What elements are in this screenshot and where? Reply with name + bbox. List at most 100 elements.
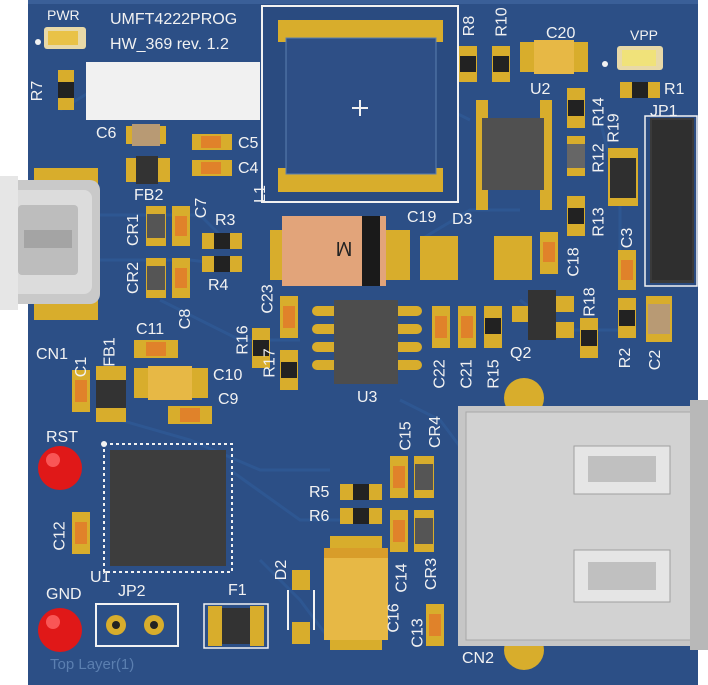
ref-r10: R10 xyxy=(493,7,511,37)
resistor-r14 xyxy=(567,88,585,128)
ref-c9: C9 xyxy=(218,391,239,408)
gnd-led xyxy=(38,608,82,652)
fuse-f1 xyxy=(203,603,269,649)
resistor-r17 xyxy=(280,350,298,390)
ref-f1: F1 xyxy=(228,582,247,599)
resistor-r6 xyxy=(340,508,382,524)
ref-c8: C8 xyxy=(177,308,195,330)
ref-c1: C1 xyxy=(73,356,91,378)
ref-r12: R12 xyxy=(590,143,608,173)
usb-connector-cn1 xyxy=(0,168,100,320)
ref-gnd: GND xyxy=(46,586,82,603)
capacitor-c9 xyxy=(168,406,212,424)
capacitor-c21 xyxy=(458,306,476,348)
ferrite-fb2 xyxy=(126,156,170,184)
ref-c4: C4 xyxy=(238,160,259,177)
capacitor-c18 xyxy=(540,232,558,274)
ref-q2: Q2 xyxy=(510,345,532,362)
ref-fb2: FB2 xyxy=(134,187,164,204)
capacitor-c8 xyxy=(172,258,190,298)
ref-u2: U2 xyxy=(530,81,551,98)
ref-c21: C21 xyxy=(458,359,476,389)
resistor-r8 xyxy=(459,46,477,82)
vpp-led xyxy=(617,46,663,70)
ref-fb1: FB1 xyxy=(101,337,119,367)
ic-u2 xyxy=(476,100,552,210)
label-plate xyxy=(86,62,260,120)
ref-c7: C7 xyxy=(193,197,211,219)
pwr-led xyxy=(35,27,86,49)
ref-r1: R1 xyxy=(664,81,685,98)
capacitor-c2 xyxy=(646,296,672,342)
ref-l1: L1 xyxy=(251,185,269,203)
ref-c13: C13 xyxy=(409,618,427,648)
diode-cr4 xyxy=(414,456,434,498)
capacitor-c1 xyxy=(72,370,90,412)
ref-c22: C22 xyxy=(431,359,449,389)
diode-cr3 xyxy=(414,510,434,552)
ref-r19: R19 xyxy=(605,113,623,143)
ref-rst: RST xyxy=(46,429,78,446)
capacitor-c12 xyxy=(72,512,90,554)
diode-cr1 xyxy=(146,206,166,246)
inductor-l1 xyxy=(261,5,459,203)
resistor-r18 xyxy=(580,318,598,358)
diode-large: M xyxy=(270,216,410,286)
resistor-r10 xyxy=(492,46,510,82)
ref-c12: C12 xyxy=(51,521,69,551)
ref-c23: C23 xyxy=(259,284,277,314)
capacitor-c13 xyxy=(426,604,444,646)
ref-r16: R16 xyxy=(234,325,252,355)
capacitor-c14 xyxy=(390,510,408,552)
ref-u3: U3 xyxy=(357,389,378,406)
capacitor-c4 xyxy=(192,160,232,176)
capacitor-c23 xyxy=(280,296,298,338)
ref-c19: C19 xyxy=(407,209,437,226)
ref-r7: R7 xyxy=(29,80,47,102)
ref-jp1: JP1 xyxy=(650,103,678,120)
ref-r15: R15 xyxy=(485,359,503,389)
ref-r13: R13 xyxy=(590,207,608,237)
ref-r5: R5 xyxy=(309,484,330,501)
capacitor-tantalum xyxy=(324,536,388,650)
capacitor-c6 xyxy=(126,124,166,146)
ref-cr4: CR4 xyxy=(427,415,445,449)
capacitor-c3 xyxy=(618,250,636,290)
ref-r4: R4 xyxy=(208,277,229,294)
ref-c16: C16 xyxy=(385,603,403,633)
diode-cr2 xyxy=(146,258,166,298)
ferrite-fb1 xyxy=(96,366,126,422)
diode-marking: M xyxy=(336,237,353,259)
ref-r17: R17 xyxy=(261,348,279,378)
resistor-r19 xyxy=(608,148,638,206)
board-revision: HW_369 rev. 1.2 xyxy=(110,36,229,53)
board-title: UMFT4222PROG xyxy=(110,11,238,28)
ref-c15: C15 xyxy=(397,421,415,451)
resistor-r3 xyxy=(202,233,242,249)
ref-c14: C14 xyxy=(393,563,411,593)
ref-c5: C5 xyxy=(238,135,259,152)
jumper-jp1 xyxy=(644,115,698,287)
resistor-r12 xyxy=(567,136,585,176)
diode-d2 xyxy=(287,570,315,644)
ref-cn1: CN1 xyxy=(36,346,69,363)
resistor-r7 xyxy=(58,70,74,110)
resistor-r4 xyxy=(202,256,242,272)
ref-r8: R8 xyxy=(461,15,479,37)
ref-cn2: CN2 xyxy=(462,650,495,667)
pwr-label: PWR xyxy=(47,7,80,23)
ref-c2: C2 xyxy=(647,349,665,371)
ref-cr3: CR3 xyxy=(423,557,441,591)
ref-c18: C18 xyxy=(565,247,583,277)
resistor-r15 xyxy=(484,306,502,348)
resistor-r2 xyxy=(618,298,636,338)
capacitor-c20 xyxy=(520,40,588,74)
ref-c3: C3 xyxy=(619,227,637,249)
capacitor-c7 xyxy=(172,206,190,246)
layer-label: Top Layer(1) xyxy=(50,656,135,673)
jumper-jp2 xyxy=(95,603,179,647)
transistor-q2 xyxy=(512,290,574,340)
ref-c6: C6 xyxy=(96,125,117,142)
ref-r2: R2 xyxy=(617,347,635,369)
